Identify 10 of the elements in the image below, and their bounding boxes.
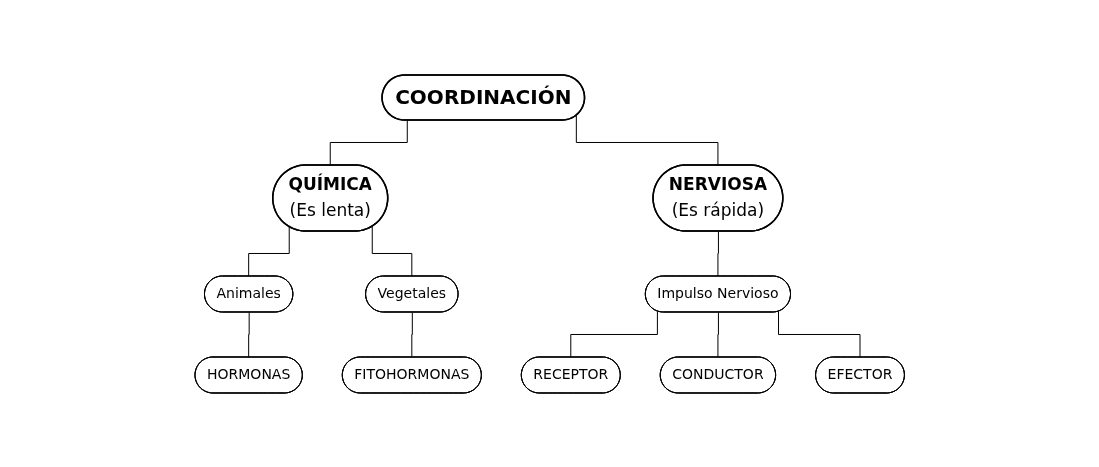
connector <box>777 310 861 358</box>
connector <box>411 311 413 358</box>
connector <box>247 311 250 358</box>
connector <box>717 311 719 358</box>
connector <box>717 230 719 277</box>
connector <box>247 225 290 277</box>
connector <box>371 225 413 277</box>
connector <box>575 114 719 166</box>
connector <box>329 119 408 166</box>
connector <box>570 310 658 358</box>
